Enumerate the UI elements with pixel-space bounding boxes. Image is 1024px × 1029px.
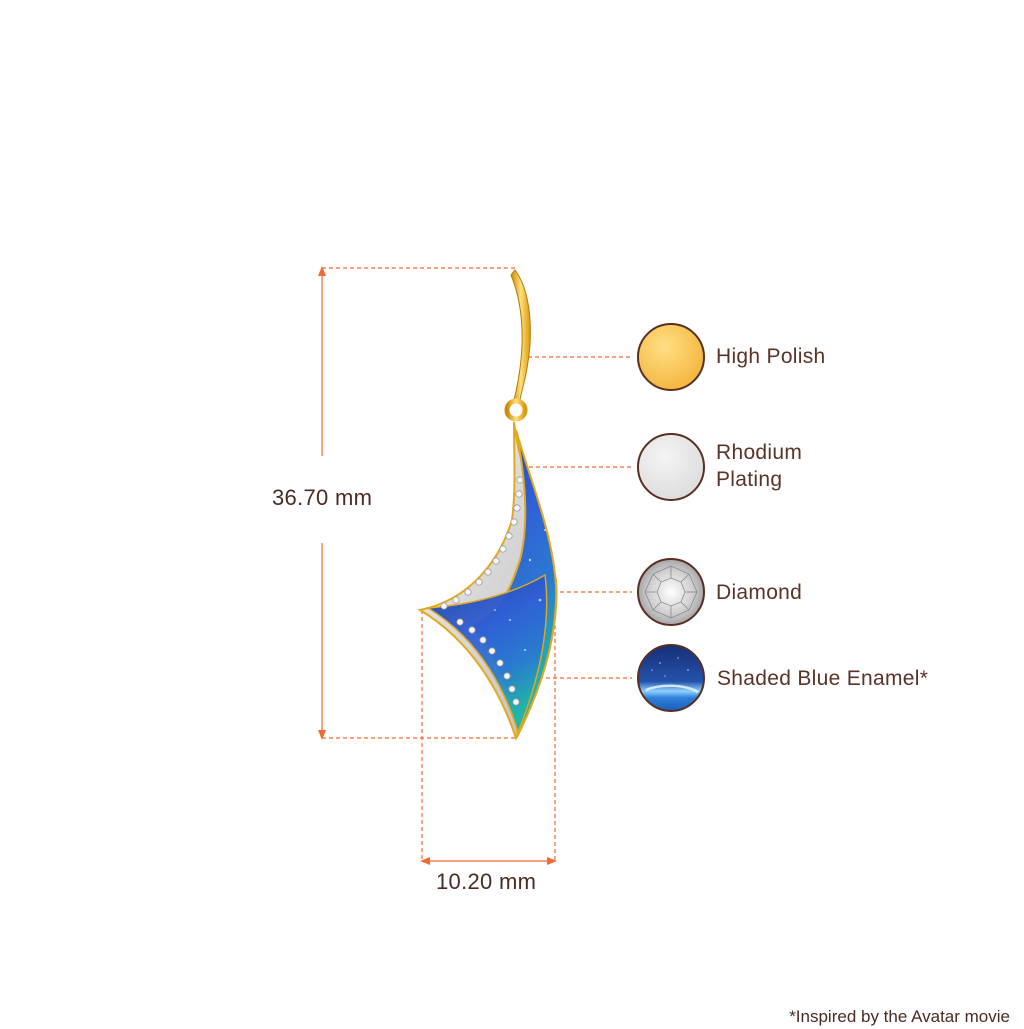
arrowhead-right <box>547 857 557 865</box>
arrowhead-top <box>318 266 326 276</box>
rhodium-swatch <box>637 433 705 501</box>
ear-hook <box>510 269 531 401</box>
material-swatches <box>637 323 705 712</box>
footnote: *Inspired by the Avatar movie <box>789 1007 1010 1026</box>
enamel-lower <box>425 573 548 735</box>
gold-polish-swatch <box>637 323 705 391</box>
height-dimension-label: 36.70 mm <box>272 485 373 510</box>
material-label-enamel: Shaded Blue Enamel* <box>717 667 929 690</box>
material-label-rhodium-line2: Plating <box>716 468 783 491</box>
width-dimension-label: 10.20 mm <box>436 869 537 894</box>
material-label-high-polish: High Polish <box>716 345 826 368</box>
dimension-guides <box>318 266 632 865</box>
blue-enamel-swatch <box>637 644 705 712</box>
enamel-sparkles <box>494 529 546 651</box>
arrowhead-bottom <box>318 730 326 740</box>
material-label-rhodium: Rhodium Plating <box>716 439 802 493</box>
diamond-swatch <box>637 558 705 626</box>
jump-ring <box>504 398 528 422</box>
arrowhead-left <box>420 857 430 865</box>
material-label-rhodium-line1: Rhodium <box>716 441 803 464</box>
material-label-diamond: Diamond <box>716 581 803 604</box>
earring-illustration <box>417 269 558 741</box>
diamond-pave <box>440 476 524 706</box>
